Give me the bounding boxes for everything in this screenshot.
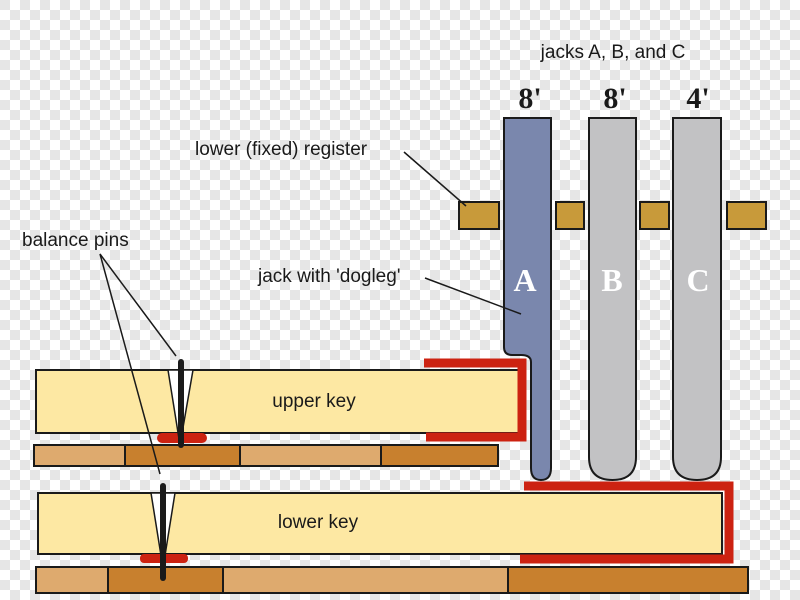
jack-b-footage: 8': [603, 82, 626, 115]
jack-a: [503, 117, 552, 482]
lower-key-felt: [520, 481, 734, 564]
jacks-label: jacks A, B, and C: [540, 42, 686, 63]
lower-key-label: lower key: [278, 512, 359, 533]
jack-c-letter: C: [686, 262, 709, 298]
dogleg-leader-line: [424, 277, 522, 315]
upper-balance-pin: [167, 359, 194, 448]
jack-a-footage: 8': [518, 82, 541, 115]
upper-pin-leader-line: [99, 253, 177, 357]
lower-key: [37, 492, 723, 555]
jack-a-letter: A: [513, 262, 536, 298]
register-leader-line: [403, 151, 467, 207]
upper-base-strip: [33, 444, 499, 467]
balance-pins-label: balance pins: [22, 230, 129, 251]
jack-b: [588, 117, 637, 482]
jack-c: [672, 117, 722, 482]
lower-base-strip: [35, 566, 749, 594]
lower-pin-leader-line: [99, 253, 161, 475]
lower-register: [458, 201, 767, 230]
upper-key-label: upper key: [272, 391, 356, 412]
dogleg-label: jack with 'dogleg': [257, 266, 400, 287]
jack-c-footage: 4': [686, 82, 709, 115]
register-label: lower (fixed) register: [195, 139, 368, 160]
lower-balance-pin: [150, 483, 176, 581]
jack-b-letter: B: [601, 262, 622, 298]
upper-key-felt: [424, 358, 527, 442]
